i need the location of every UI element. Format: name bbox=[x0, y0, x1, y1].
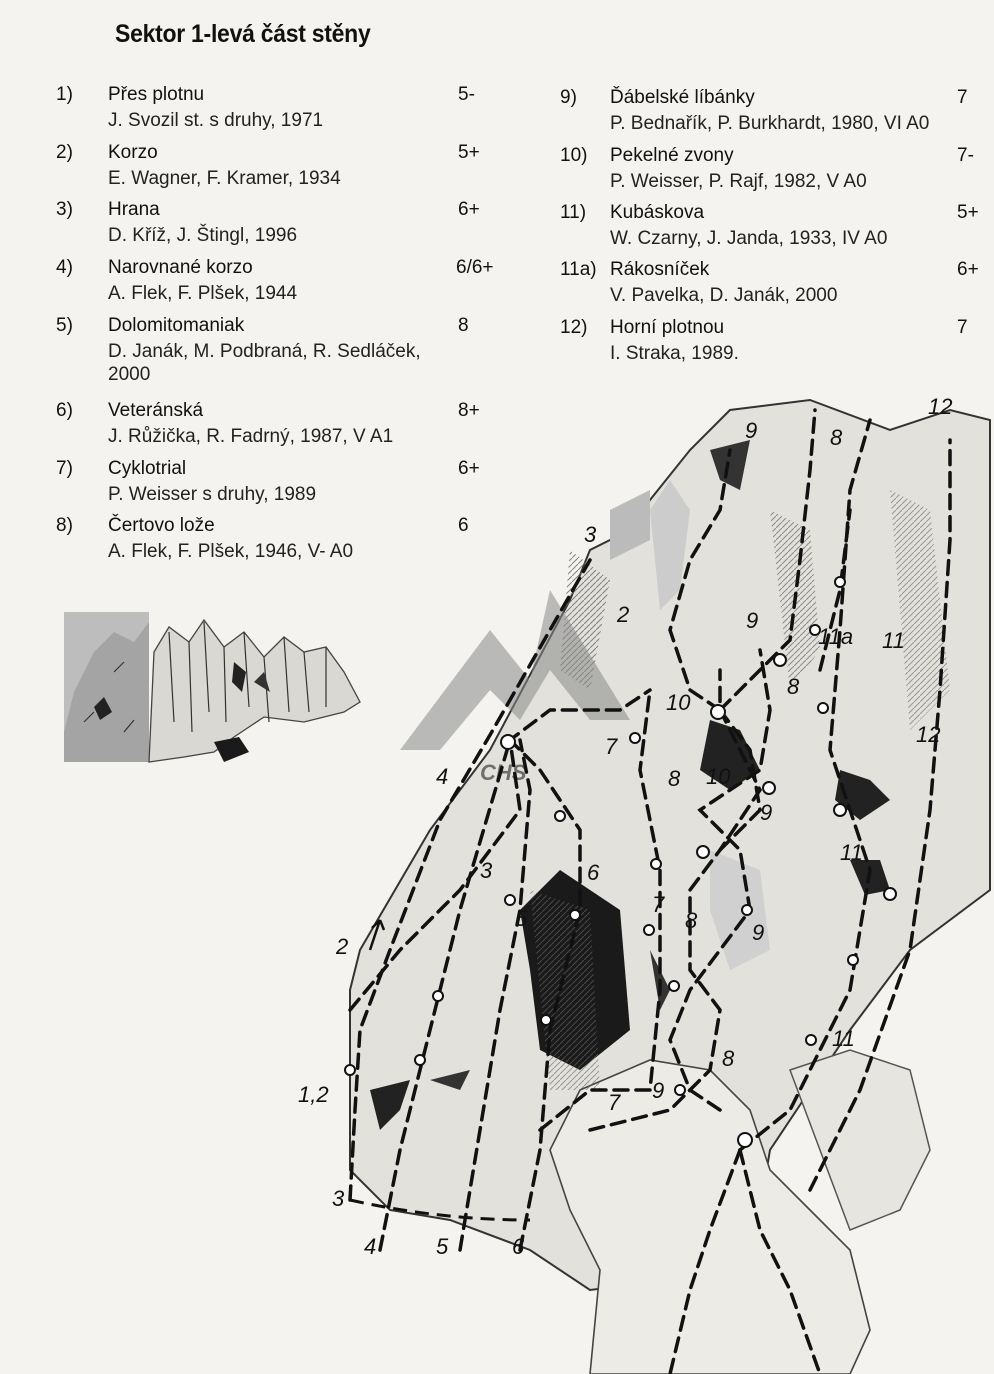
route-number: 1) bbox=[56, 84, 73, 105]
route-grade: 5- bbox=[458, 84, 475, 105]
route-name: Horní plotnou bbox=[610, 317, 725, 338]
topo-label-12: 12 bbox=[916, 722, 940, 747]
route-authors: P. Bednařík, P. Burkhardt, 1980, VI A0 bbox=[610, 113, 930, 134]
route-topo: CHS bbox=[298, 394, 991, 1374]
watermark-text: CHS bbox=[480, 760, 527, 785]
route-authors: J. Svozil st. s druhy, 1971 bbox=[108, 110, 324, 131]
route-grade: 6 bbox=[458, 515, 469, 536]
route-authors: D. Janák, M. Podbraná, R. Sedláček, 2000 bbox=[108, 341, 421, 385]
topo-label-11: 11 bbox=[882, 628, 905, 653]
route-name: Pekelné zvony bbox=[610, 145, 734, 166]
route-number: 7) bbox=[56, 458, 73, 479]
route-name: Ďábelské líbánky bbox=[610, 87, 755, 108]
topo-label-9: 9 bbox=[745, 418, 757, 443]
topo-label-1-2: 1,2 bbox=[298, 1082, 329, 1107]
topo-label-4: 4 bbox=[436, 764, 448, 789]
topo-label-11: 11 bbox=[840, 840, 863, 865]
route-number: 6) bbox=[56, 400, 73, 421]
topo-label-9: 9 bbox=[760, 800, 772, 825]
route-grade: 5+ bbox=[957, 202, 979, 223]
topo-label-7: 7 bbox=[608, 1090, 621, 1115]
route-name: Korzo bbox=[108, 142, 158, 163]
route-number: 11a) bbox=[560, 259, 597, 280]
route-authors: D. Kříž, J. Štingl, 1996 bbox=[108, 225, 298, 246]
topo-label-6: 6 bbox=[512, 1234, 525, 1259]
route-grade: 8 bbox=[458, 315, 469, 336]
route-number: 11) bbox=[560, 202, 587, 223]
route-name: Čertovo lože bbox=[108, 515, 215, 536]
route-authors: V. Pavelka, D. Janák, 2000 bbox=[610, 285, 838, 306]
route-name: Veteránská bbox=[108, 400, 204, 421]
route-name: Kubáskova bbox=[610, 202, 705, 223]
route-number: 9) bbox=[560, 87, 577, 108]
page-title: Sektor 1-levá část stěny bbox=[115, 20, 371, 48]
route-number: 3) bbox=[56, 199, 73, 220]
route-authors: W. Czarny, J. Janda, 1933, IV A0 bbox=[610, 228, 888, 249]
route-authors: A. Flek, F. Plšek, 1944 bbox=[108, 283, 298, 304]
topo-label-8: 8 bbox=[722, 1046, 735, 1071]
topo-label-4: 4 bbox=[364, 1234, 376, 1259]
route-grade: 7 bbox=[957, 317, 968, 338]
route-grade: 8+ bbox=[458, 400, 480, 421]
route-name: Narovnané korzo bbox=[108, 257, 253, 278]
topo-label-2: 2 bbox=[335, 934, 348, 959]
route-authors: P. Weisser s druhy, 1989 bbox=[108, 484, 317, 505]
topo-label-5: 5 bbox=[436, 1234, 449, 1259]
route-number: 12) bbox=[560, 317, 588, 338]
topo-label-11a: 11a bbox=[818, 624, 853, 649]
topo-label-8: 8 bbox=[668, 766, 681, 791]
topo-label-6: 6 bbox=[587, 860, 600, 885]
topo-label-5: 5 bbox=[515, 906, 528, 931]
route-number: 5) bbox=[56, 315, 73, 336]
route-grade: 6+ bbox=[458, 458, 480, 479]
route-number: 10) bbox=[560, 145, 588, 166]
route-name: Hrana bbox=[108, 199, 160, 220]
route-number: 4) bbox=[56, 257, 73, 278]
topo-label-7: 7 bbox=[605, 734, 618, 759]
route-name: Dolomitomaniak bbox=[108, 315, 245, 336]
topo-label-9: 9 bbox=[652, 1078, 664, 1103]
route-grade: 6+ bbox=[458, 199, 480, 220]
topo-label-3: 3 bbox=[480, 858, 493, 883]
route-number: 8) bbox=[56, 515, 73, 536]
topo-label-9: 9 bbox=[746, 608, 758, 633]
route-authors: P. Weisser, P. Rajf, 1982, V A0 bbox=[610, 171, 867, 192]
route-name: Rákosníček bbox=[610, 259, 710, 280]
route-authors: A. Flek, F. Plšek, 1946, V- A0 bbox=[108, 541, 354, 562]
topo-label-8: 8 bbox=[787, 674, 800, 699]
route-grade: 6+ bbox=[957, 259, 979, 280]
topo-label-12: 12 bbox=[928, 394, 952, 419]
topo-label-10: 10 bbox=[706, 764, 731, 789]
topo-label-8: 8 bbox=[685, 908, 698, 933]
topo-label-7: 7 bbox=[652, 892, 665, 917]
route-grade: 7 bbox=[957, 87, 968, 108]
topo-label-11: 11 bbox=[832, 1026, 855, 1051]
route-authors: E. Wagner, F. Kramer, 1934 bbox=[108, 168, 341, 189]
route-grade: 5+ bbox=[458, 142, 480, 163]
route-authors: J. Růžička, R. Fadrný, 1987, V A1 bbox=[108, 426, 394, 447]
topo-label-3: 3 bbox=[332, 1186, 345, 1211]
topo-label-10: 10 bbox=[666, 690, 691, 715]
route-name: Přes plotnu bbox=[108, 84, 205, 105]
route-grade: 6/6+ bbox=[456, 257, 494, 278]
watermark: CHS bbox=[400, 590, 630, 785]
route-number: 2) bbox=[56, 142, 73, 163]
topo-label-9: 9 bbox=[752, 920, 764, 945]
topo-label-3: 3 bbox=[584, 522, 597, 547]
route-authors: I. Straka, 1989. bbox=[610, 343, 739, 364]
route-name: Cyklotrial bbox=[108, 458, 187, 479]
overview-sketch bbox=[64, 612, 361, 763]
topo-label-2: 2 bbox=[616, 602, 629, 627]
route-grade: 7- bbox=[957, 145, 974, 166]
topo-label-8: 8 bbox=[830, 425, 843, 450]
